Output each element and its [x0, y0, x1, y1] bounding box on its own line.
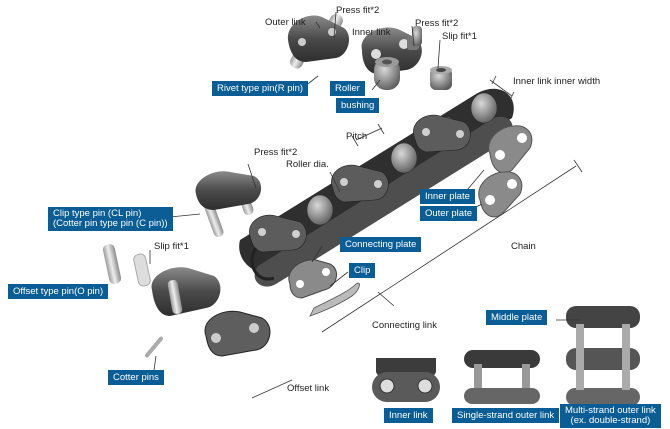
outer-link-part — [287, 13, 350, 69]
box-single-strand-outer-link: Single-strand outer link — [452, 408, 560, 423]
box-multi-strand-line-1: Multi-strand outer link — [565, 405, 656, 416]
label-slip-fit-1: Slip fit*1 — [442, 31, 477, 42]
box-middle-plate: Middle plate — [486, 310, 548, 325]
cotter-pin-part — [144, 336, 164, 358]
box-multi-strand-line-2: (ex. double-strand) — [570, 415, 651, 426]
label-inner-link-top: Inner link — [352, 27, 391, 38]
label-pitch: Pitch — [346, 131, 368, 142]
label-chain: Chain — [511, 241, 536, 252]
chain-assembly — [239, 88, 514, 287]
box-offset-type-pin: Offset type pin(O pin) — [8, 284, 109, 299]
box-multi-strand-outer-link: Multi-strand outer link (ex. double-stra… — [560, 404, 661, 428]
box-roller: Roller — [330, 81, 365, 96]
inner-plate-part — [488, 125, 533, 174]
outer-plate-part — [478, 171, 523, 218]
label-offset-link: Offset link — [287, 383, 330, 394]
multi-strand-photo — [566, 306, 640, 406]
box-bushing: bushing — [336, 98, 380, 113]
label-roller-dia: Roller dia. — [286, 159, 329, 170]
label-outer-link: Outer link — [265, 17, 306, 28]
box-clip-type-pin: Clip type pin (CL pin) (Cotter pin type … — [48, 207, 173, 231]
inner-link-photo — [372, 358, 440, 402]
connecting-plate-part — [288, 259, 338, 299]
leader-lines — [149, 11, 583, 399]
box-clip-type-pin-line-1: Clip type pin (CL pin) — [53, 208, 142, 219]
single-strand-photo — [464, 350, 540, 404]
box-rivet-type-pin: Rivet type pin(R pin) — [212, 81, 309, 96]
box-inner-link-bottom: Inner link — [384, 408, 433, 423]
offset-link-part — [151, 267, 271, 357]
box-connecting-plate: Connecting plate — [340, 237, 422, 252]
label-press-fit-1: Press fit*2 — [336, 5, 380, 16]
clip-type-pin-part — [195, 171, 262, 238]
box-clip-type-pin-line-2: (Cotter pin type pin (C pin)) — [53, 218, 168, 229]
box-clip: Clip — [349, 263, 376, 278]
bushing-part — [430, 66, 452, 90]
label-slip-fit-2: Slip fit*1 — [154, 241, 189, 252]
label-connecting-link: Connecting link — [372, 320, 437, 331]
label-press-fit-2: Press fit*2 — [415, 18, 459, 29]
box-outer-plate: Outer plate — [420, 206, 477, 221]
label-press-fit-3: Press fit*2 — [254, 147, 298, 158]
clip-part — [309, 282, 360, 317]
offset-type-pin-part — [102, 244, 151, 287]
box-inner-plate: Inner plate — [420, 189, 475, 204]
label-inner-link-inner-width: Inner link inner width — [513, 76, 601, 87]
box-cotter-pins: Cotter pins — [108, 370, 164, 385]
inner-link-part — [361, 26, 422, 90]
